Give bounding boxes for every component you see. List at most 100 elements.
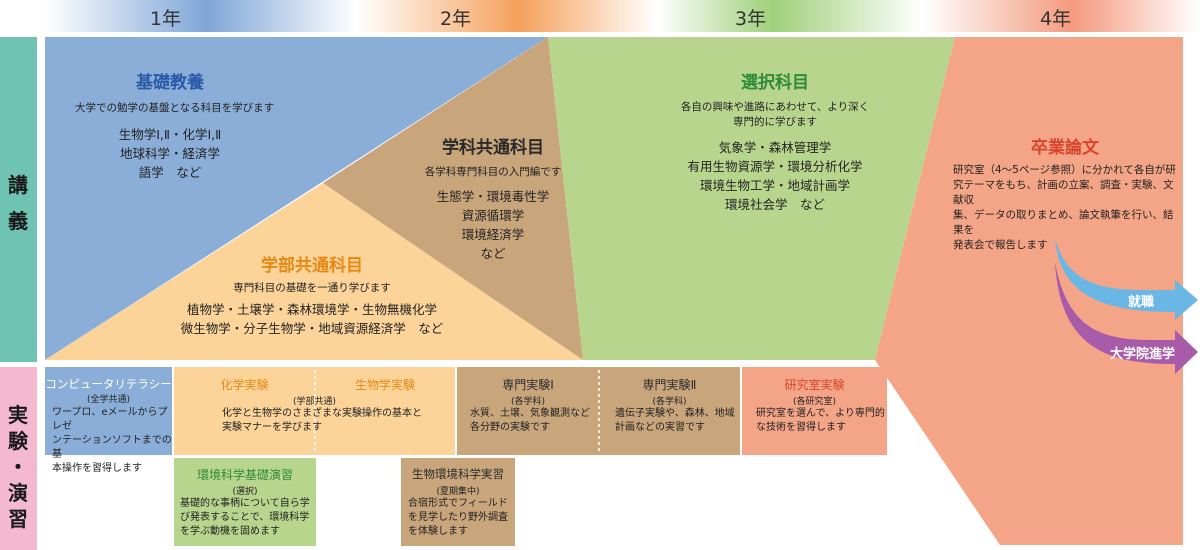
- senmon2-title: 専門実験Ⅱ: [642, 378, 697, 392]
- computer-title: コンピュータリテラシー: [45, 377, 172, 391]
- lecture-char: 義: [8, 209, 28, 233]
- lecture-side-label: 講 義: [0, 37, 37, 362]
- sentaku-title: 選択科目: [741, 73, 809, 93]
- sentaku-item: 有用生物資源学・環境分析化学: [687, 159, 863, 174]
- computer-desc-line: 本操作を習得します: [52, 463, 142, 474]
- senmon1-desc-line: 水質、土壌、気象観測など: [470, 408, 590, 419]
- seibutsu-kankyo-sub: (夏期集中): [436, 487, 480, 497]
- computer-desc-line: ワープロ、eメールからプレゼ: [52, 407, 168, 432]
- kagaku-seibutsu-desc-line: 実験マナーを学びます: [222, 422, 322, 433]
- sentaku-desc-line: 各自の興味や進路にあわせて、より深く: [680, 101, 870, 113]
- job-arrow: [1055, 238, 1198, 320]
- kankyo-box: [174, 458, 316, 546]
- computer-sub: (全学共通): [86, 395, 131, 405]
- practice-side-label: 実 験 ・ 演 習: [0, 367, 37, 550]
- kankyo-title: 環境科学基礎演習: [196, 468, 293, 482]
- gakka-item: 生態学・環境毒性学: [436, 189, 550, 204]
- sotsugyo-desc-line: 究テーマをもち、計画の立案、調査・実験、文献収: [953, 179, 1174, 206]
- gakubu-item: 微生物学・分子生物学・地域資源経済学 など: [180, 321, 444, 336]
- seibutsu-title: 生物学実験: [354, 378, 415, 392]
- kankyo-desc-line: び発表することで、環境科学: [180, 512, 310, 523]
- kagaku-seibutsu-desc-line: 化学と生物学のさまざまな実験操作の基本と: [222, 408, 422, 419]
- gakka-title: 学科共通科目: [442, 138, 544, 158]
- sotsugyo-desc-line: 集、データの取りまとめ、論文執筆を行い、結果を: [953, 209, 1174, 236]
- kagaku-seibutsu-desc: 化学と生物学のさまざまな実験操作の基本と 実験マナーを学びます: [222, 407, 452, 435]
- kagaku-title: 化学実験: [220, 378, 269, 392]
- computer-box: [45, 367, 172, 455]
- sentaku-item: 気象学・森林管理学: [718, 140, 832, 155]
- kagaku-seibutsu-box: [174, 367, 455, 455]
- kiso-item: 語学 など: [138, 165, 202, 180]
- seibutsu-kankyo-desc-line: 合宿形式でフィールド: [408, 498, 508, 509]
- seibutsu-kankyo-desc: 合宿形式でフィールド を見学したり野外調査 を体験します: [408, 497, 515, 539]
- sentaku-item: 環境社会学 など: [724, 197, 825, 212]
- kankyo-desc-line: 基礎的な事柄について自ら学: [180, 498, 310, 509]
- practice-char: 演: [8, 481, 28, 505]
- gakka-item: 環境経済学: [461, 227, 525, 242]
- computer-desc: ワープロ、eメールからプレゼ ンテーションソフトまでの基 本操作を習得します: [52, 406, 172, 476]
- kankyo-sub: (選択): [232, 487, 258, 497]
- sentaku-desc: 各自の興味や進路にあわせて、より深く 専門的に学びます: [660, 100, 890, 130]
- senmon1-desc: 水質、土壌、気象観測など 各分野の実験です: [470, 407, 598, 435]
- senmon2-desc-line: 計画などの実習です: [615, 422, 705, 433]
- sentaku-desc-line: 専門的に学びます: [733, 116, 817, 128]
- gakubu-title: 学部共通科目: [261, 256, 363, 276]
- kiso-item: 地球科学・経済学: [119, 146, 220, 161]
- seibutsu-kankyo-title: 生物環境科学実習: [412, 467, 504, 481]
- seibutsu-kankyo-box: [401, 458, 515, 546]
- year-3-label: 3年: [735, 8, 767, 30]
- grad-arrow: [1055, 262, 1198, 374]
- gakubu-items: 植物学・土壌学・森林環境学・生物無機化学 微生物学・分子生物学・地域資源経済学 …: [162, 300, 462, 338]
- gakka-desc: 各学科専門科目の入門編です: [424, 166, 562, 178]
- computer-desc-line: ンテーションソフトまでの基: [52, 435, 172, 460]
- kiso-region: [45, 37, 548, 360]
- senmon2-desc-line: 遺伝子実験や、森林、地域: [615, 408, 735, 419]
- practice-char: ・: [8, 455, 28, 479]
- senmon2-sub: (各学科): [652, 397, 687, 407]
- senmon2-desc: 遺伝子実験や、森林、地域 計画などの実習です: [615, 407, 740, 435]
- sotsugyo-region: [875, 37, 1183, 545]
- gakka-item: など: [480, 246, 506, 261]
- gakka-items: 生態学・環境毒性学 資源循環学 環境経済学 など: [393, 187, 593, 263]
- senmon1-sub: (各学科): [510, 397, 546, 407]
- year-2-label: 2年: [440, 8, 472, 30]
- sotsugyo-title: 卒業論文: [1031, 138, 1099, 158]
- job-label: 就職: [1128, 295, 1155, 310]
- kagaku-seibutsu-sub: (学部共通): [292, 397, 337, 407]
- senmon1-title: 専門実験Ⅰ: [502, 378, 554, 392]
- sentaku-item: 環境生物工学・地域計画学: [699, 178, 850, 193]
- sotsugyo-desc-line: 発表会で報告します: [953, 239, 1048, 251]
- kiso-title: 基礎教養: [136, 73, 204, 93]
- kiso-items: 生物学Ⅰ,Ⅱ・化学Ⅰ,Ⅱ 地球科学・経済学 語学 など: [70, 125, 270, 182]
- seibutsu-kankyo-desc-line: を見学したり野外調査: [408, 512, 508, 523]
- sotsugyo-desc: 研究室（4～5ページ参照）に分かれて各自が研 究テーマをもち、計画の立案、調査・…: [953, 163, 1178, 253]
- kenkyu-sub: (各研究室): [792, 397, 837, 407]
- grad-label: 大学院進学: [1110, 347, 1176, 362]
- sotsugyo-desc-line: 研究室（4～5ページ参照）に分かれて各自が研: [953, 164, 1176, 176]
- kenkyu-desc: 研究室を選んで、より専門的 な技術を習得します: [756, 407, 886, 435]
- lecture-char: 講: [8, 173, 28, 197]
- year-band: [45, 0, 1200, 32]
- practice-char: 実: [8, 403, 28, 427]
- kenkyu-desc-line: 研究室を選んで、より専門的: [756, 408, 885, 419]
- practice-char: 験: [8, 429, 28, 453]
- gakubu-desc: 専門科目の基礎を一通り学びます: [233, 282, 391, 294]
- senmon1-desc-line: 各分野の実験です: [470, 422, 550, 433]
- kiso-desc: 大学での勉学の基盤となる科目を学びます: [75, 102, 275, 114]
- year-1-label: 1年: [150, 8, 182, 30]
- year-4-label: 4年: [1040, 8, 1072, 30]
- kenkyu-box: [742, 367, 887, 455]
- kiso-item: 生物学Ⅰ,Ⅱ・化学Ⅰ,Ⅱ: [118, 127, 222, 142]
- gakubu-item: 植物学・土壌学・森林環境学・生物無機化学: [186, 302, 437, 317]
- sentaku-region: [548, 37, 955, 360]
- kankyo-desc: 基礎的な事柄について自ら学 び発表することで、環境科学 を学ぶ動機を固めます: [180, 497, 316, 539]
- gakka-item: 資源循環学: [461, 208, 525, 223]
- sentaku-items: 気象学・森林管理学 有用生物資源学・環境分析化学 環境生物工学・地域計画学 環境…: [650, 138, 900, 214]
- kenkyu-desc-line: な技術を習得します: [756, 422, 846, 433]
- kenkyu-title: 研究室実験: [784, 378, 845, 392]
- gakubu-region: [45, 183, 583, 360]
- senmon-box: [457, 367, 740, 455]
- seibutsu-kankyo-desc-line: を体験します: [408, 526, 468, 537]
- gakka-region: [323, 37, 583, 360]
